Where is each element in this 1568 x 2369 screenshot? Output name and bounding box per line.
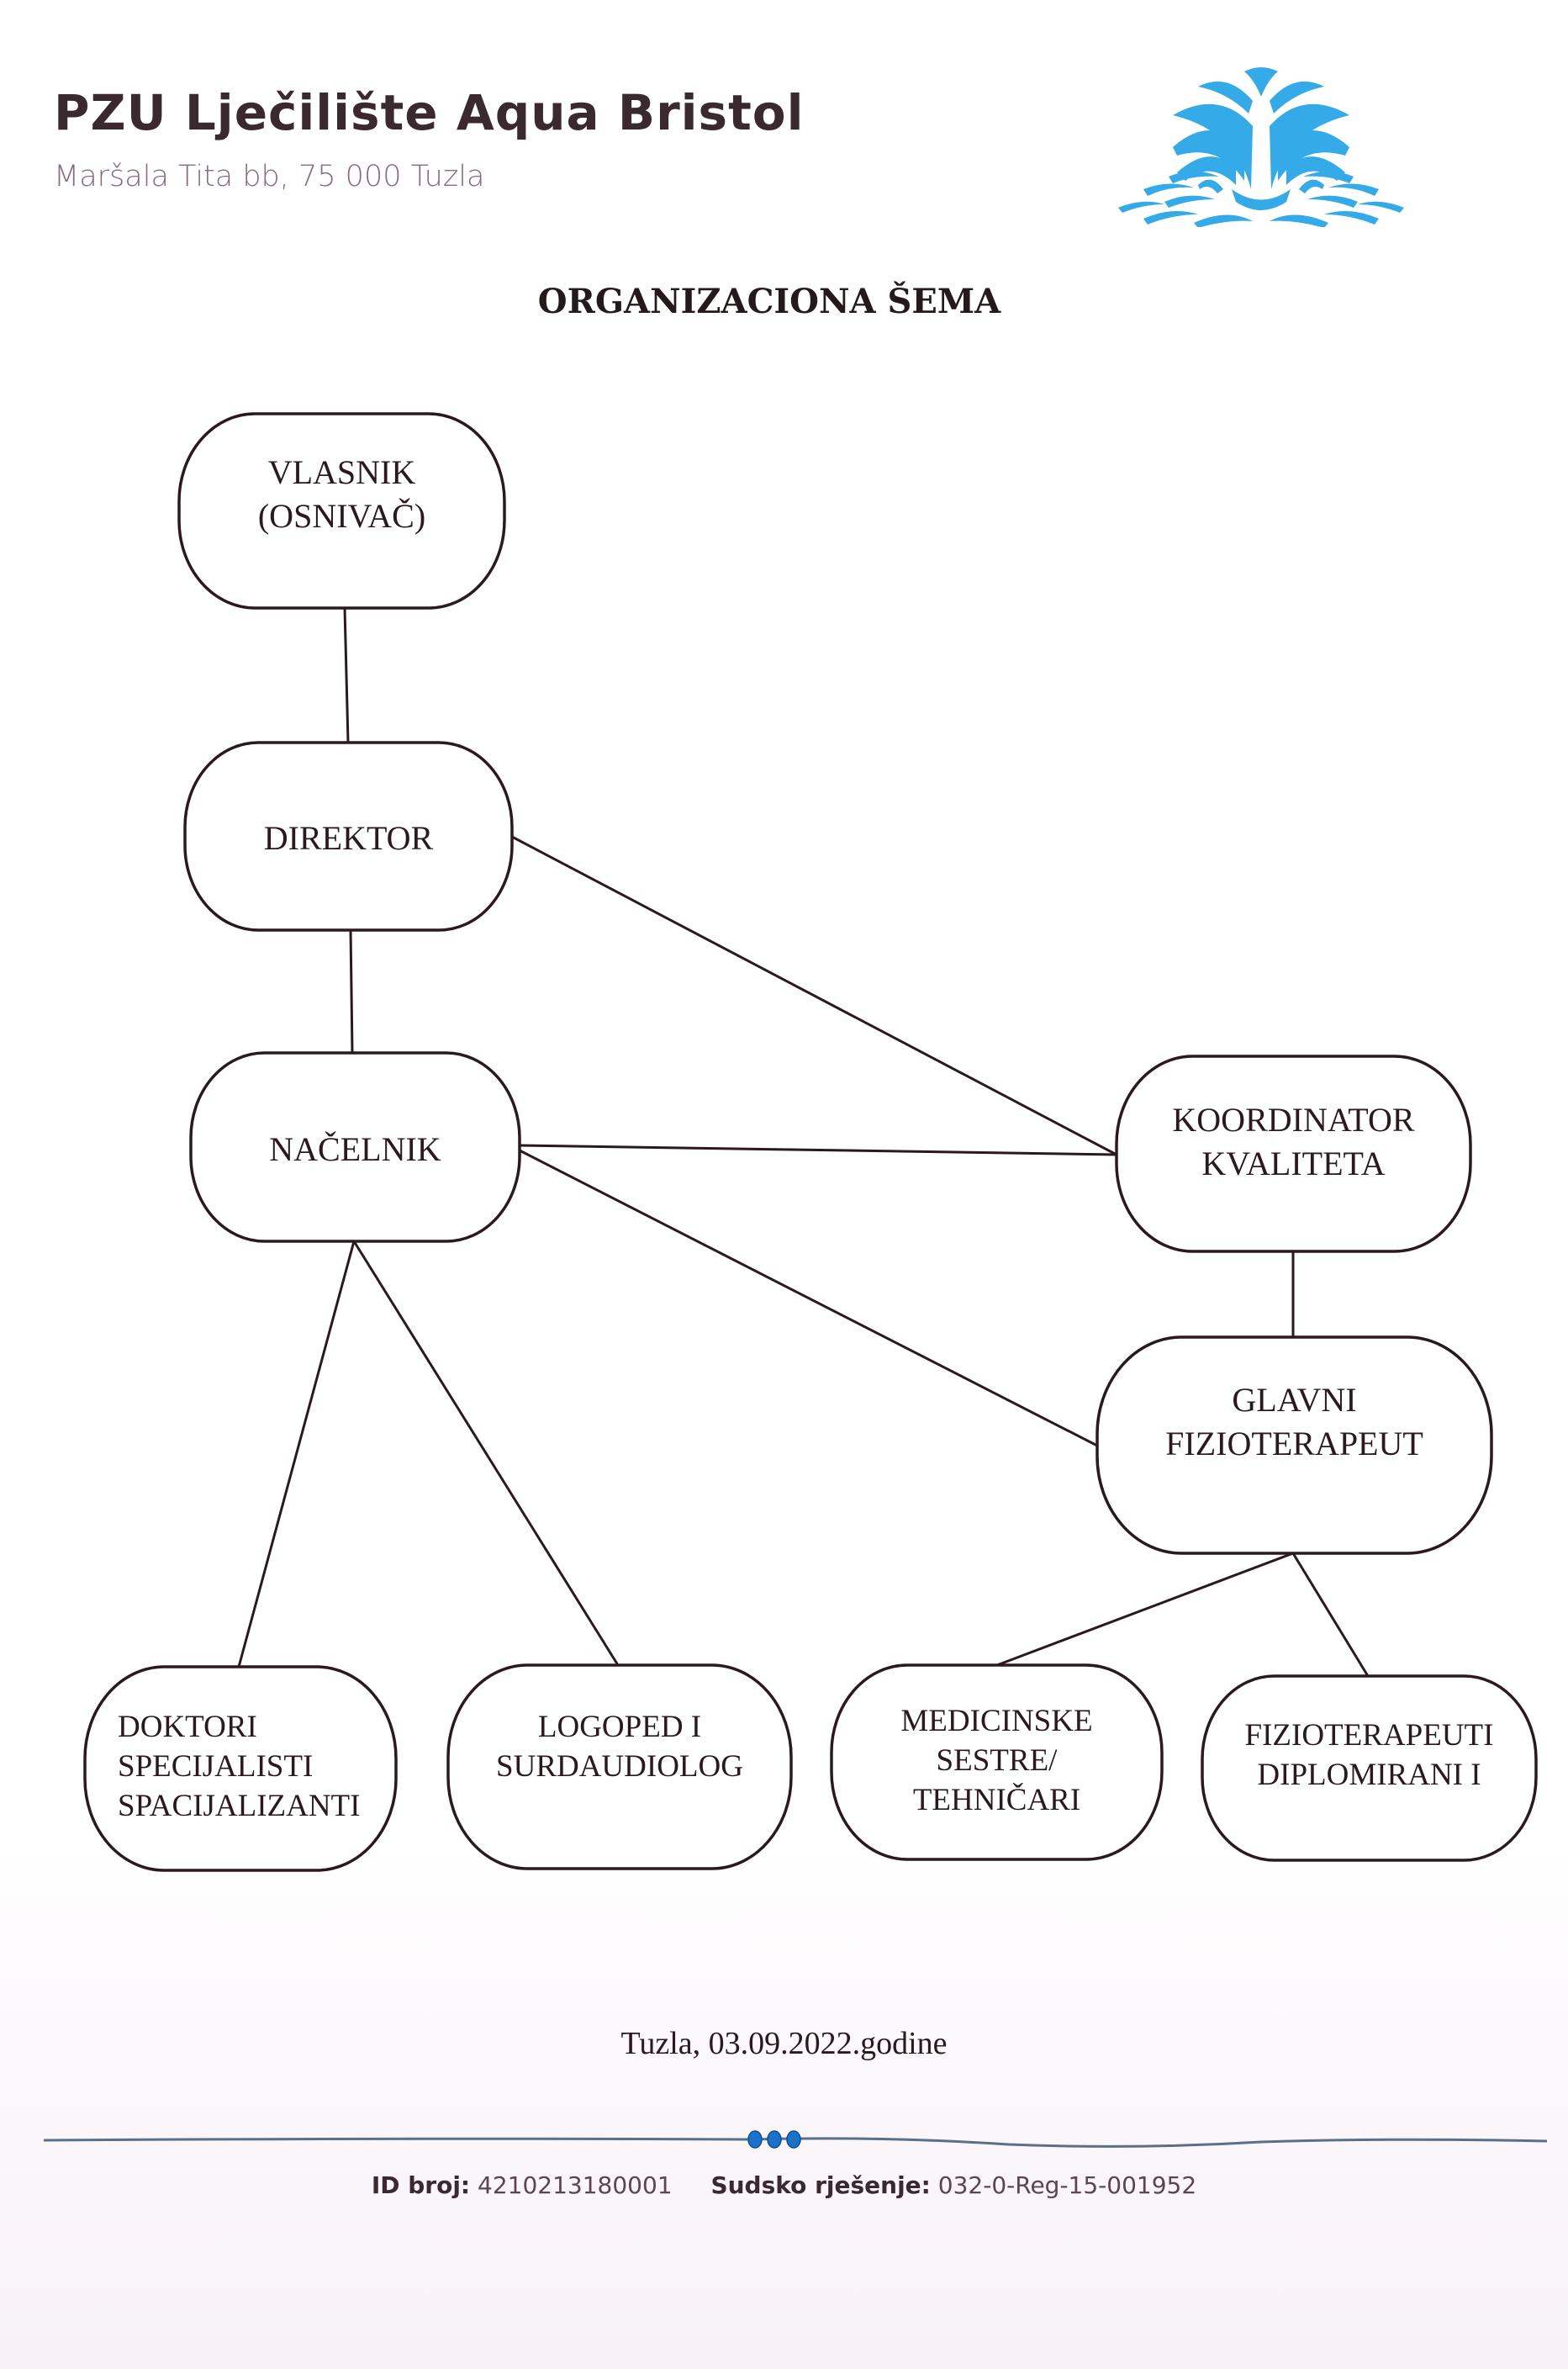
org-node-glavni: GLAVNI FIZIOTERAPEUT xyxy=(1095,1335,1493,1555)
footer-divider xyxy=(43,2130,1548,2149)
footer-dot-icon xyxy=(767,2130,782,2149)
org-node-label: VLASNIK xyxy=(268,453,416,491)
edge-nacelnik-to-doktori xyxy=(237,1240,356,1668)
edge-nacelnik-to-koordinator xyxy=(519,1144,1117,1156)
org-node-box xyxy=(830,1663,1164,1861)
org-node-box xyxy=(183,741,514,932)
id-value: 4210213180001 xyxy=(478,2171,673,2199)
org-node-box xyxy=(1201,1674,1538,1862)
org-node-box xyxy=(1115,1055,1472,1253)
org-node-fizioterapeuti: FIZIOTERAPEUTI DIPLOMIRANI I xyxy=(1201,1674,1538,1862)
date-line: Tuzla, 03.09.2022.godine xyxy=(620,2026,948,2061)
org-node-nacelnik: NAČELNIK xyxy=(189,1051,521,1243)
org-node-box xyxy=(83,1665,398,1872)
org-node-koordinator: KOORDINATOR KVALITETA xyxy=(1115,1055,1472,1253)
org-node-logoped: LOGOPED I SURDAUDIOLOG xyxy=(446,1663,793,1870)
edge-vlasnik-to-direktor xyxy=(343,607,350,743)
org-node-doktori: DOKTORI SPECIJALISTI SPACIJALIZANTI xyxy=(83,1665,398,1872)
org-node-label: (OSNIVAČ) xyxy=(258,497,425,535)
edge-glavni-to-fizioterapeuti xyxy=(1291,1552,1370,1677)
org-node-label: SPECIJALISTI xyxy=(118,1749,313,1784)
org-node-vlasnik: VLASNIK (OSNIVAČ) xyxy=(177,412,506,610)
court-ruling-value: 032-0-Reg-15-001952 xyxy=(937,2171,1197,2199)
footer-dot-icon xyxy=(747,2130,763,2149)
org-node-label: FIZIOTERAPEUTI xyxy=(1245,1718,1494,1753)
org-node-medicinske: MEDICINSKE SESTRE/TEHNIČARI xyxy=(830,1663,1164,1861)
org-node-label: KVALITETA xyxy=(1201,1145,1385,1182)
org-node-label: DIREKTOR xyxy=(264,819,434,857)
org-node-box xyxy=(1095,1335,1493,1555)
edge-glavni-to-medicinske xyxy=(996,1552,1294,1667)
id-label: ID broj: xyxy=(371,2171,471,2199)
org-node-label: SESTRE/ xyxy=(937,1743,1059,1778)
organization-name: PZU Lječilište Aqua Bristol xyxy=(54,84,805,141)
edge-nacelnik-to-glavni xyxy=(519,1149,1098,1447)
org-node-label: LOGOPED I xyxy=(538,1710,701,1744)
org-node-label: FIZIOTERAPEUT xyxy=(1165,1425,1423,1462)
court-ruling-label: Sudsko rješenje: xyxy=(710,2171,931,2199)
org-node-label: DIPLOMIRANI I xyxy=(1257,1758,1481,1792)
org-node-label: SPACIJALIZANTI xyxy=(118,1789,360,1823)
document-title: ORGANIZACIONA ŠEMA xyxy=(537,282,1001,321)
org-node-label: SURDAUDIOLOG xyxy=(496,1749,743,1784)
org-node-box xyxy=(446,1663,793,1870)
organization-address: Maršala Tita bb, 75 000 Tuzla xyxy=(54,160,485,193)
footer-dot-icon xyxy=(786,2130,801,2149)
org-node-label: KOORDINATOR xyxy=(1172,1101,1414,1139)
org-node-label: TEHNIČARI xyxy=(913,1782,1080,1817)
org-node-box xyxy=(177,412,506,610)
org-node-direktor: DIREKTOR xyxy=(183,741,514,932)
edge-direktor-to-nacelnik xyxy=(349,929,354,1054)
org-node-label: NAČELNIK xyxy=(269,1130,441,1168)
edge-direktor-to-koordinator xyxy=(511,835,1117,1156)
footer-divider-line xyxy=(43,2137,1548,2148)
org-node-label: MEDICINSKE xyxy=(900,1704,1092,1738)
org-node-box xyxy=(189,1051,521,1243)
org-node-label: DOKTORI xyxy=(118,1710,257,1744)
edge-nacelnik-to-logoped xyxy=(352,1240,620,1666)
fountain-waves-logo-icon xyxy=(1118,67,1404,227)
footer-registry: ID broj: 4210213180001 Sudsko rješenje: … xyxy=(0,2171,1568,2199)
org-node-label: GLAVNI xyxy=(1232,1381,1356,1419)
